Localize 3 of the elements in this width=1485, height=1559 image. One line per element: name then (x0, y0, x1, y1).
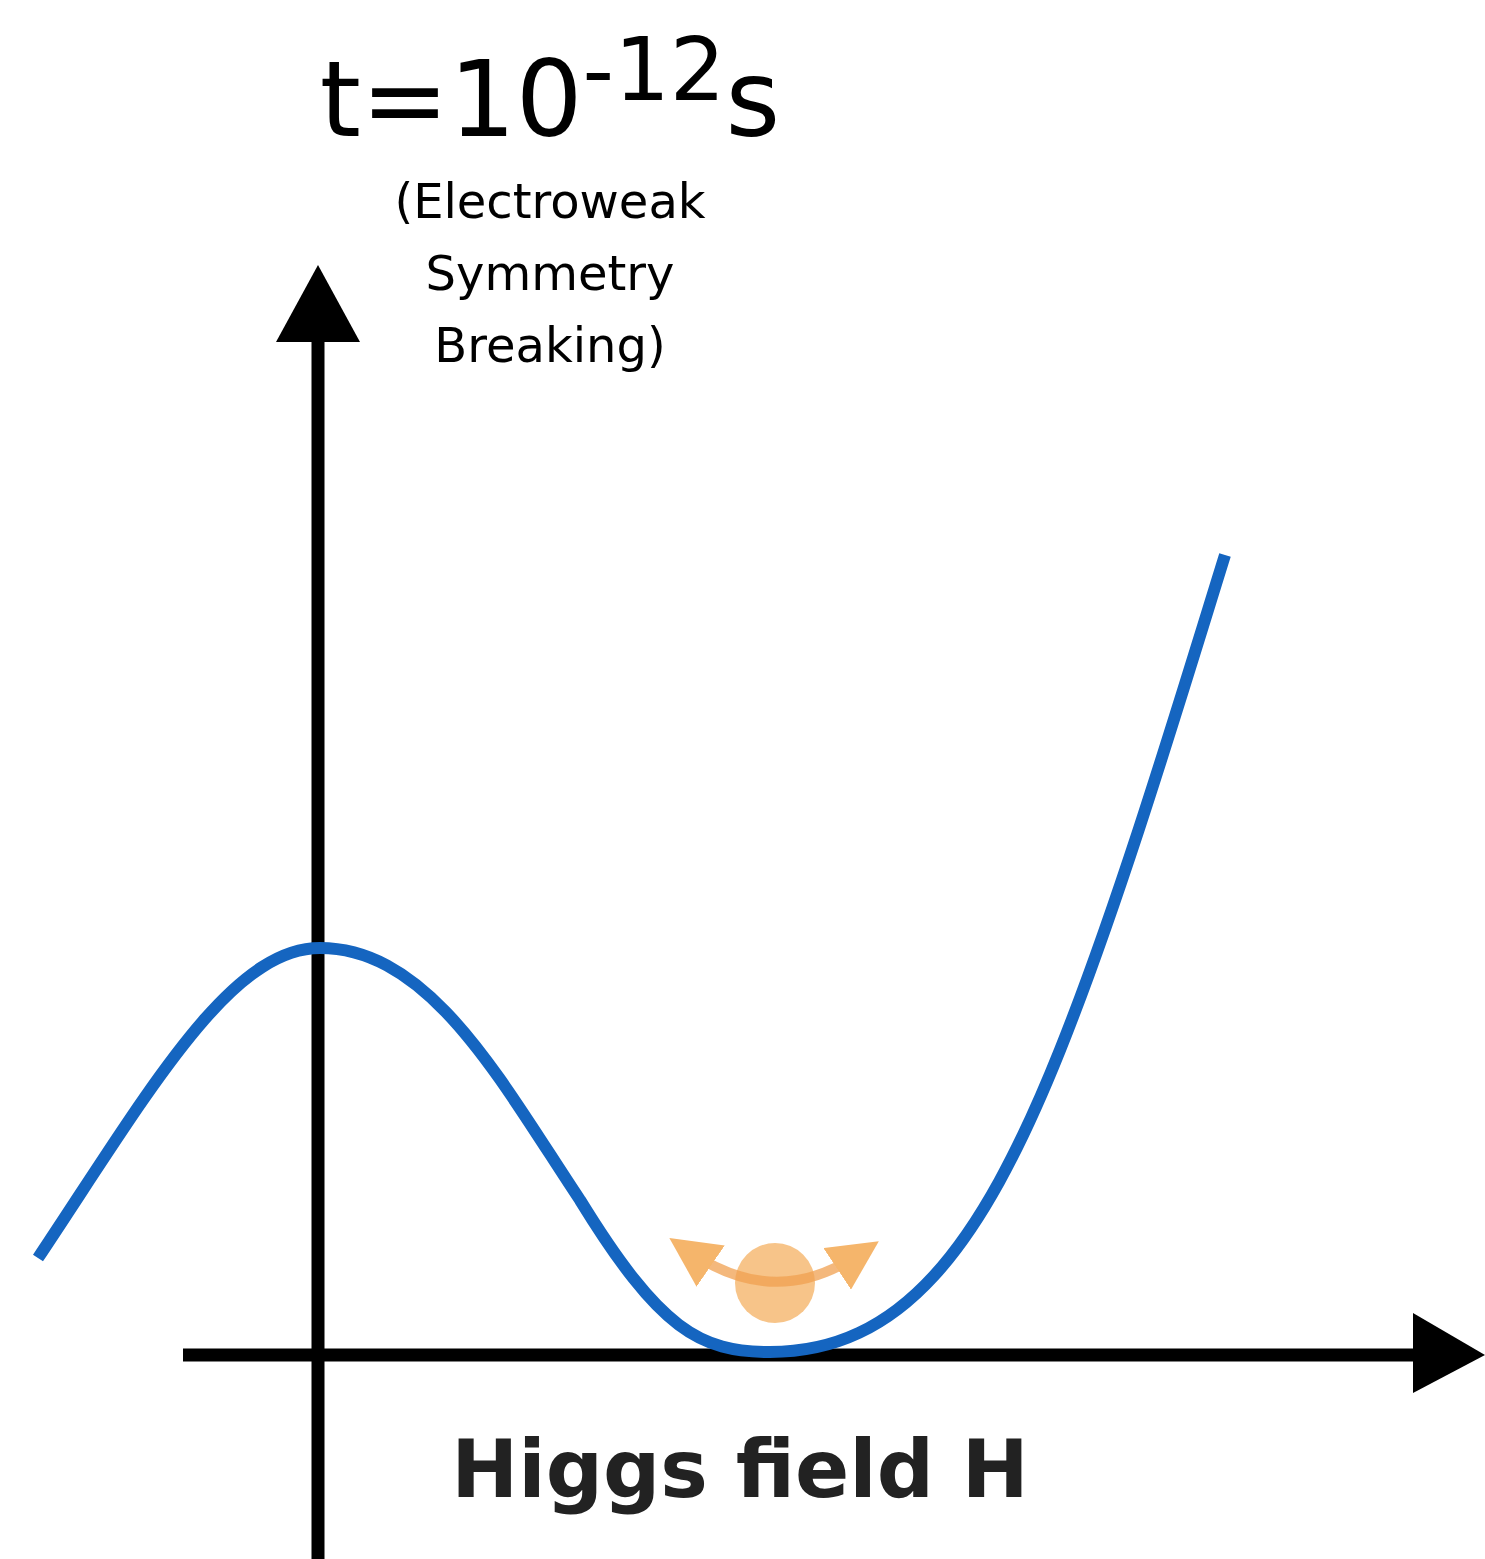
title: t=10$^{-12}$s (318, 18, 782, 163)
axis-label: Higgs field H (450, 1422, 1030, 1518)
subtitle: (Electroweak Symmetry Breaking) (393, 172, 707, 375)
